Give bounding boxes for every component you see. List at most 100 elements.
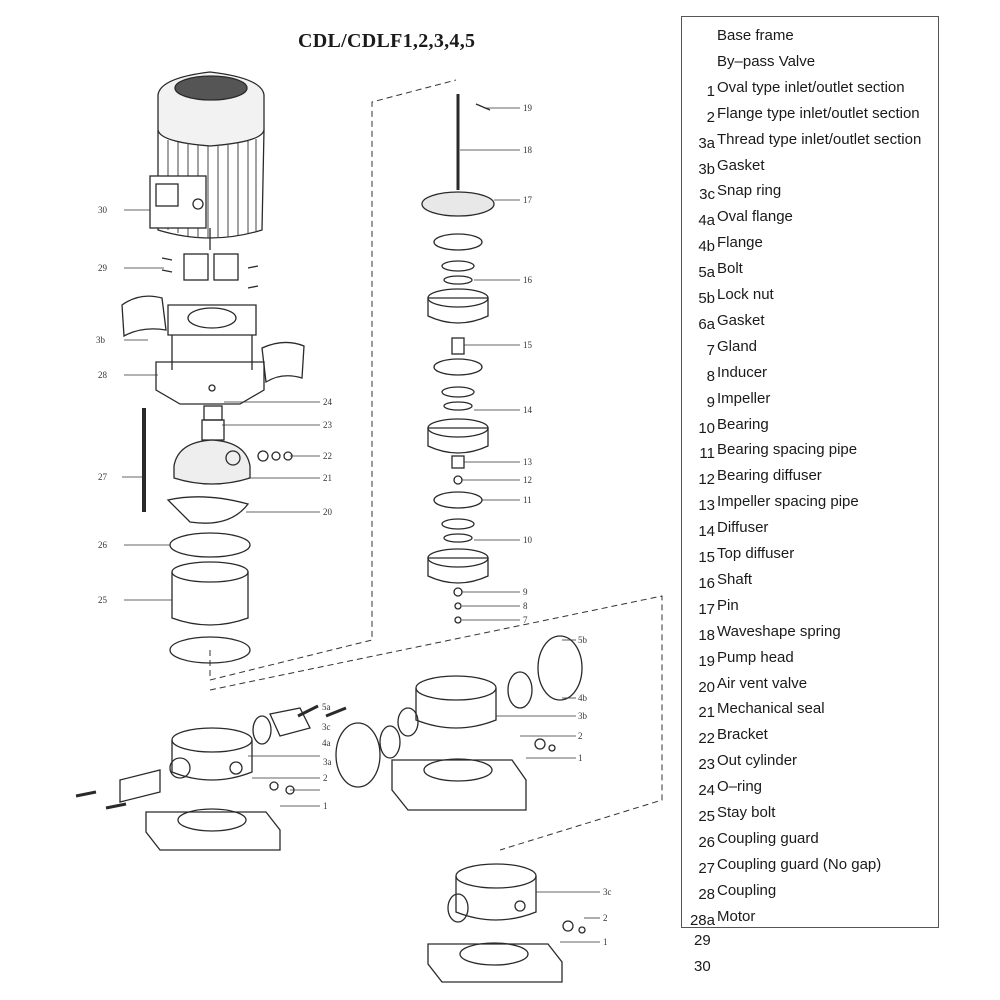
legend-number: 15: [698, 549, 715, 566]
legend-number: 12: [698, 471, 715, 489]
exploded-pump-diagram: 30 29 3b 28 24 23 22 21 27 20 26 25 19 1…: [75, 71, 663, 983]
pump-head-drawing: [142, 405, 293, 664]
legend-number: 19: [698, 652, 715, 670]
legend-number: 7: [706, 341, 715, 359]
legend-number: 28: [698, 885, 715, 903]
legend-number: 21: [698, 704, 715, 722]
legend-label: Gasket: [717, 311, 765, 329]
callout-13: 13: [523, 457, 533, 467]
legend-label: Shaft: [717, 570, 753, 588]
callout-2-left: 2: [323, 773, 328, 783]
legend-number: 8: [706, 367, 715, 385]
legend-number: 22: [698, 730, 715, 748]
inlet-section-bottom-drawing: [427, 863, 586, 983]
legend-label: Pin: [717, 596, 739, 614]
callout-1-bottom: 1: [603, 937, 608, 947]
legend-label: Coupling guard: [717, 829, 819, 847]
legend-label: Diffuser: [717, 519, 769, 537]
callout-14: 14: [523, 405, 533, 415]
legend-label: Base frame: [717, 27, 794, 44]
callout-5a: 5a: [322, 702, 331, 712]
callout-16: 16: [523, 275, 533, 285]
legend-label: Bolt: [717, 260, 743, 278]
inlet-section-left-drawing: [75, 704, 347, 851]
callout-12: 12: [523, 475, 532, 485]
legend-number: 24: [698, 782, 715, 800]
callout-21: 21: [323, 473, 332, 483]
motor-drawing: [149, 71, 265, 250]
legend-number: 5a: [698, 264, 715, 282]
legend-number: 28a: [689, 911, 715, 929]
callout-20: 20: [323, 507, 333, 517]
callout-8: 8: [523, 601, 528, 611]
callout-19: 19: [523, 103, 533, 113]
legend-label: Snap ring: [717, 182, 782, 200]
callout-1-left: 1: [323, 801, 328, 811]
legend-label: Bracket: [717, 726, 768, 744]
callout-9: 9: [523, 587, 528, 597]
legend-label: Gasket: [717, 156, 765, 174]
callout-3a: 3a: [323, 757, 332, 767]
extra-number: 29: [694, 932, 711, 949]
legend-number: 3c: [699, 186, 715, 204]
bracket-drawing: [155, 304, 265, 405]
inlet-section-right-drawing: [335, 635, 583, 811]
callout-4a: 4a: [322, 738, 331, 748]
legend-number: 6a: [698, 315, 715, 333]
callout-2-bottom: 2: [603, 913, 608, 923]
legend-number: 1: [706, 82, 715, 100]
legend-number: 13: [698, 497, 715, 515]
callout-4b: 4b: [578, 693, 588, 703]
callout-25: 25: [98, 595, 108, 605]
legend-number: 10: [698, 419, 715, 437]
legend-label: Flange type inlet/outlet section: [717, 104, 920, 122]
extra-number: 30: [694, 958, 711, 975]
legend-label: Out cylinder: [717, 752, 798, 770]
legend-number: 25: [698, 808, 715, 825]
legend-number: 4b: [698, 238, 715, 256]
legend-label: Coupling guard (No gap): [717, 855, 882, 873]
legend-label: Lock nut: [717, 286, 774, 303]
legend-label: Top diffuser: [717, 545, 795, 562]
callout-2-right: 2: [578, 731, 583, 741]
legend-label: Gland: [717, 337, 758, 355]
diagram-title: CDL/CDLF1,2,3,4,5: [298, 30, 476, 52]
legend-label: By–pass Valve: [717, 52, 816, 70]
legend-number: 11: [699, 445, 715, 463]
callout-10: 10: [523, 535, 533, 545]
callout-3b-right: 3b: [578, 711, 588, 721]
callout-1-right: 1: [578, 753, 583, 763]
legend-number: 26: [698, 833, 715, 851]
legend-label: Flange: [717, 234, 763, 252]
legend-label: Air vent valve: [717, 674, 808, 692]
legend-number: 2: [706, 108, 715, 126]
legend-label: Thread type inlet/outlet section: [717, 130, 922, 148]
callout-3b: 3b: [96, 335, 106, 345]
callout-17: 17: [523, 195, 533, 205]
callout-7: 7: [523, 615, 528, 625]
legend-label: Oval type inlet/outlet section: [717, 78, 905, 96]
legend-number: 23: [698, 756, 715, 774]
legend-number: 3a: [698, 134, 715, 152]
legend-label: Inducer: [717, 363, 768, 381]
callout-15: 15: [523, 340, 533, 350]
callout-11: 11: [523, 495, 532, 505]
legend-label: Impeller spacing pipe: [717, 493, 859, 511]
legend-label: Oval flange: [717, 208, 793, 226]
legend-label: Pump head: [717, 648, 794, 666]
callout-26: 26: [98, 540, 108, 550]
callout-28: 28: [98, 370, 108, 380]
callout-18: 18: [523, 145, 533, 155]
callout-3c: 3c: [322, 722, 331, 732]
legend-number: 9: [706, 393, 715, 411]
callout-29: 29: [98, 263, 108, 273]
legend-number: 17: [698, 600, 715, 618]
callout-3c-bottom: 3c: [603, 887, 612, 897]
legend-label: Bearing diffuser: [717, 467, 822, 485]
legend-label: O–ring: [717, 778, 763, 796]
legend-label: Stay bolt: [717, 804, 776, 821]
callout-30: 30: [98, 205, 108, 215]
legend-label: Coupling: [717, 881, 777, 899]
legend-number: 5b: [698, 290, 715, 307]
